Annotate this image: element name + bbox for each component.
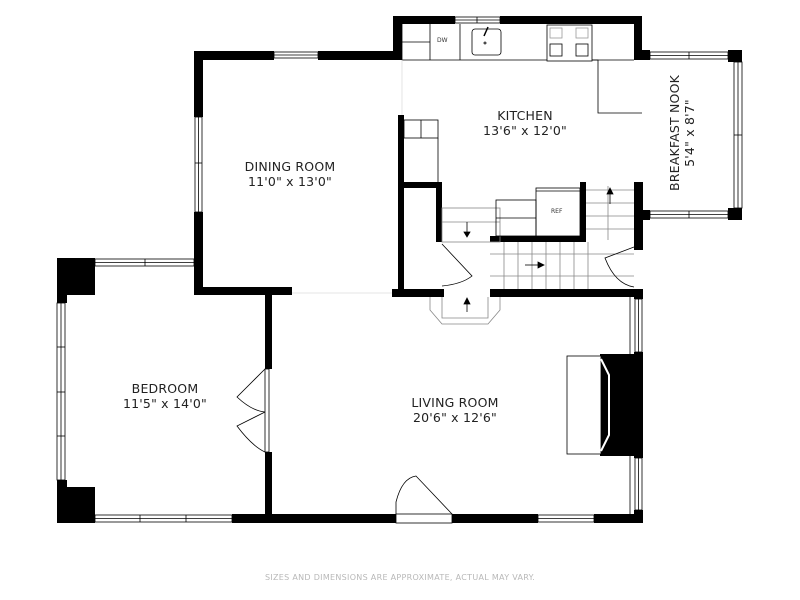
room-label-breakfast-nook: BREAKFAST NOOK 5'4" x 8'7": [667, 63, 697, 203]
windows: [56, 16, 743, 523]
room-dimensions: 11'0" x 13'0": [247, 174, 333, 189]
room-label-kitchen: KITCHEN 13'6" x 12'0": [455, 108, 595, 138]
room-dimensions: 13'6" x 12'0": [482, 123, 568, 138]
room-name: BEDROOM: [131, 381, 199, 396]
walls: [57, 16, 742, 523]
disclaimer-text: SIZES AND DIMENSIONS ARE APPROXIMATE, AC…: [264, 573, 536, 582]
room-label-dining-room: DINING ROOM 11'0" x 13'0": [225, 159, 355, 189]
dishwasher-label: DW: [437, 37, 448, 44]
room-name: LIVING ROOM: [411, 395, 499, 410]
room-dimensions: 11'5" x 14'0": [122, 396, 208, 411]
fixtures: [236, 24, 642, 524]
room-dimensions: 5'4" x 8'7": [682, 99, 697, 167]
stove-icon: [546, 24, 593, 62]
room-name: BREAKFAST NOOK: [667, 74, 682, 192]
room-dimensions: 20'6" x 12'6": [412, 410, 498, 425]
sink-icon: [471, 28, 502, 56]
room-label-bedroom: BEDROOM 11'5" x 14'0": [110, 381, 220, 411]
refrigerator-icon: [535, 187, 581, 237]
refrigerator-label: REF: [551, 208, 563, 215]
room-name: DINING ROOM: [244, 159, 336, 174]
room-label-living-room: LIVING ROOM 20'6" x 12'6": [395, 395, 515, 425]
room-name: KITCHEN: [497, 108, 553, 123]
